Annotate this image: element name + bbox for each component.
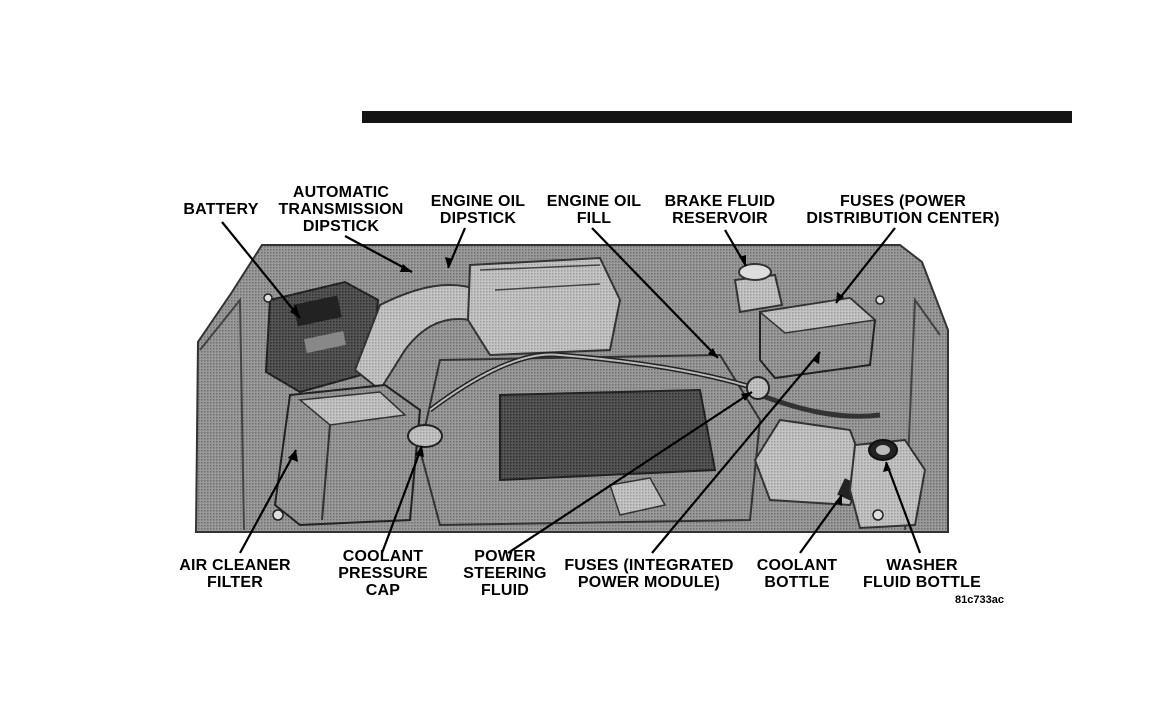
- label-line: FUSES (INTEGRATED: [564, 557, 733, 574]
- label-line: DISTRIBUTION CENTER): [806, 210, 999, 227]
- label-battery: BATTERY: [183, 201, 258, 218]
- label-air-cleaner-filter: AIR CLEANER FILTER: [179, 557, 291, 591]
- label-line: ENGINE OIL: [547, 193, 641, 210]
- label-line: COOLANT: [338, 548, 428, 565]
- label-line: AIR CLEANER: [179, 557, 291, 574]
- label-power-steering-fluid: POWER STEERING FLUID: [463, 548, 546, 599]
- label-line: COOLANT: [757, 557, 838, 574]
- figure-code: 81c733ac: [955, 594, 1004, 606]
- coolant-bottle-shape: [755, 420, 865, 505]
- label-line: DIPSTICK: [431, 210, 525, 227]
- label-line: FUSES (POWER: [806, 193, 999, 210]
- label-engine-oil-fill: ENGINE OIL FILL: [547, 193, 641, 227]
- label-line: POWER MODULE): [564, 574, 733, 591]
- label-brake-fluid-reservoir: BRAKE FLUID RESERVOIR: [665, 193, 776, 227]
- fuse-box-pdc-shape: [760, 298, 875, 378]
- label-line: FLUID: [463, 582, 546, 599]
- label-automatic-transmission-dipstick: AUTOMATIC TRANSMISSION DIPSTICK: [278, 184, 403, 235]
- label-line: DIPSTICK: [278, 218, 403, 235]
- label-line: CAP: [338, 582, 428, 599]
- coolant-pressure-cap-shape: [408, 425, 442, 447]
- label-line: AUTOMATIC: [278, 184, 403, 201]
- label-line: BRAKE FLUID: [665, 193, 776, 210]
- label-fuses-pdc: FUSES (POWER DISTRIBUTION CENTER): [806, 193, 999, 227]
- power-steering-cap-shape: [747, 377, 769, 399]
- label-line: ENGINE OIL: [431, 193, 525, 210]
- label-line: BOTTLE: [757, 574, 838, 591]
- label-line: WASHER: [863, 557, 981, 574]
- washer-fluid-bottle-shape: [850, 440, 925, 528]
- label-coolant-bottle: COOLANT BOTTLE: [757, 557, 838, 591]
- label-washer-fluid-bottle: WASHER FLUID BOTTLE: [863, 557, 981, 591]
- label-line: TRANSMISSION: [278, 201, 403, 218]
- label-line: STEERING: [463, 565, 546, 582]
- label-engine-oil-dipstick: ENGINE OIL DIPSTICK: [431, 193, 525, 227]
- label-line: PRESSURE: [338, 565, 428, 582]
- label-line: FILTER: [179, 574, 291, 591]
- label-coolant-pressure-cap: COOLANT PRESSURE CAP: [338, 548, 428, 599]
- label-fuses-ipm: FUSES (INTEGRATED POWER MODULE): [564, 557, 733, 591]
- label-line: FLUID BOTTLE: [863, 574, 981, 591]
- label-line: RESERVOIR: [665, 210, 776, 227]
- label-line: FILL: [547, 210, 641, 227]
- label-line: POWER: [463, 548, 546, 565]
- label-line: BATTERY: [183, 201, 258, 218]
